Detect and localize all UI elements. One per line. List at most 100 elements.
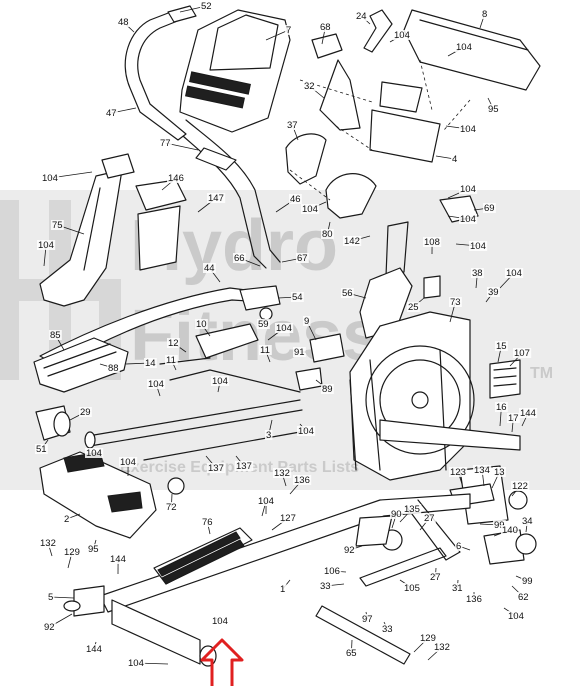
callout-label: 51 (36, 444, 47, 455)
callout: 127 (271, 513, 298, 531)
callout-label-bg (79, 407, 92, 417)
callout-label-bg (507, 611, 526, 621)
callout: 10 (195, 319, 211, 337)
callout-label: 37 (287, 120, 298, 131)
callout: 99 (515, 575, 534, 587)
callout-label: 13 (494, 467, 505, 478)
callout-label: 104 (394, 30, 410, 41)
callout-label-bg (355, 11, 368, 21)
callout: 56 (341, 288, 367, 299)
wheel-72 (167, 477, 185, 495)
cap-104-top (101, 153, 135, 179)
callout: 62 (511, 585, 530, 603)
callout-label-bg (521, 516, 534, 526)
callout-label: 127 (280, 513, 296, 524)
callout-label: 24 (356, 11, 367, 22)
callout: 108 (423, 237, 442, 255)
callout: 107 (509, 348, 532, 367)
callout-label-bg (341, 288, 354, 298)
callout-label: 99 (494, 520, 505, 531)
callout: 77 (159, 138, 199, 151)
callout-label: 11 (166, 355, 176, 366)
callout-label: 104 (258, 496, 274, 507)
cover-37 (285, 133, 327, 185)
flywheel-15 (365, 345, 475, 455)
callout-label-bg (433, 642, 452, 652)
callout: 147 (197, 193, 226, 213)
callout: 140 (493, 525, 520, 537)
arm-pivot-68 (311, 33, 343, 59)
callout-label: 34 (522, 516, 533, 527)
callout: 11 (259, 345, 272, 363)
callout-label-bg (235, 461, 254, 471)
callout: 85 (49, 330, 65, 351)
callout: 91 (293, 347, 306, 358)
callout-label-bg (449, 467, 468, 477)
callout: 37 (286, 120, 299, 141)
callout: 136 (289, 475, 312, 495)
callout: 104 (389, 30, 412, 43)
callout-label-bg (291, 292, 304, 302)
callout-label-bg (165, 355, 178, 365)
callout: 142 (343, 235, 371, 247)
callout: 27 (429, 567, 442, 583)
callout-leader (50, 596, 75, 599)
callout: 39 (485, 287, 500, 303)
callout-label-bg (493, 467, 506, 477)
callout: 146 (161, 173, 186, 191)
callout: 137 (205, 455, 226, 474)
callout-label: 46 (290, 194, 301, 205)
callout-label-bg (207, 463, 226, 473)
callout-label: 66 (234, 253, 245, 264)
callout: 135 (399, 504, 422, 523)
callout-label: 5 (48, 592, 53, 603)
callout: 122 (511, 481, 530, 497)
callout-label: 12 (168, 338, 179, 349)
callout-label-bg (147, 379, 166, 389)
callout: 104 (85, 448, 104, 461)
rail-3 (87, 399, 303, 461)
callout-label-bg (285, 25, 293, 35)
callout-label: 3 (266, 430, 271, 441)
callout-label-bg (465, 594, 484, 604)
callout: 47 (105, 107, 137, 119)
callout-label: 67 (297, 253, 308, 264)
callout: 90 (390, 509, 403, 529)
callout-label-bg (505, 268, 524, 278)
callout: 104 (503, 607, 526, 622)
front-cross-cover (195, 147, 237, 171)
callout: 104 (301, 201, 327, 215)
callout-label-bg (85, 448, 104, 458)
callout-label-bg (109, 554, 128, 564)
callout-label-bg (105, 108, 118, 118)
callout: 2 (63, 513, 81, 525)
callout-label-bg (473, 465, 492, 475)
callout: 144 (85, 641, 104, 655)
callout: 33 (319, 581, 345, 592)
callout-label: 104 (302, 204, 318, 215)
callout-label: 75 (52, 220, 63, 231)
callout: 144 (109, 554, 128, 575)
callout-label-bg (521, 576, 534, 586)
callout-label-bg (481, 9, 489, 19)
callout-label: 48 (118, 17, 129, 28)
callout-label-bg (407, 302, 420, 312)
callout-label: 27 (430, 572, 441, 583)
callout: 32 (303, 81, 325, 99)
callout-label: 77 (160, 138, 171, 149)
callout-label-bg (303, 316, 311, 326)
callout: 137 (235, 455, 254, 472)
callout-label-bg (487, 287, 500, 297)
magnet-107 (489, 359, 521, 399)
callout-label: 104 (148, 379, 164, 390)
callout: 76 (201, 517, 214, 535)
bracket-89 (295, 367, 323, 391)
callout-label-bg (233, 253, 246, 263)
callout: 80 (321, 221, 334, 240)
callout-label-bg (159, 138, 172, 148)
callout-label: 123 (450, 467, 466, 478)
callout-label-bg (393, 30, 412, 40)
callout-label: 73 (450, 297, 461, 308)
callout: 69 (473, 203, 496, 214)
